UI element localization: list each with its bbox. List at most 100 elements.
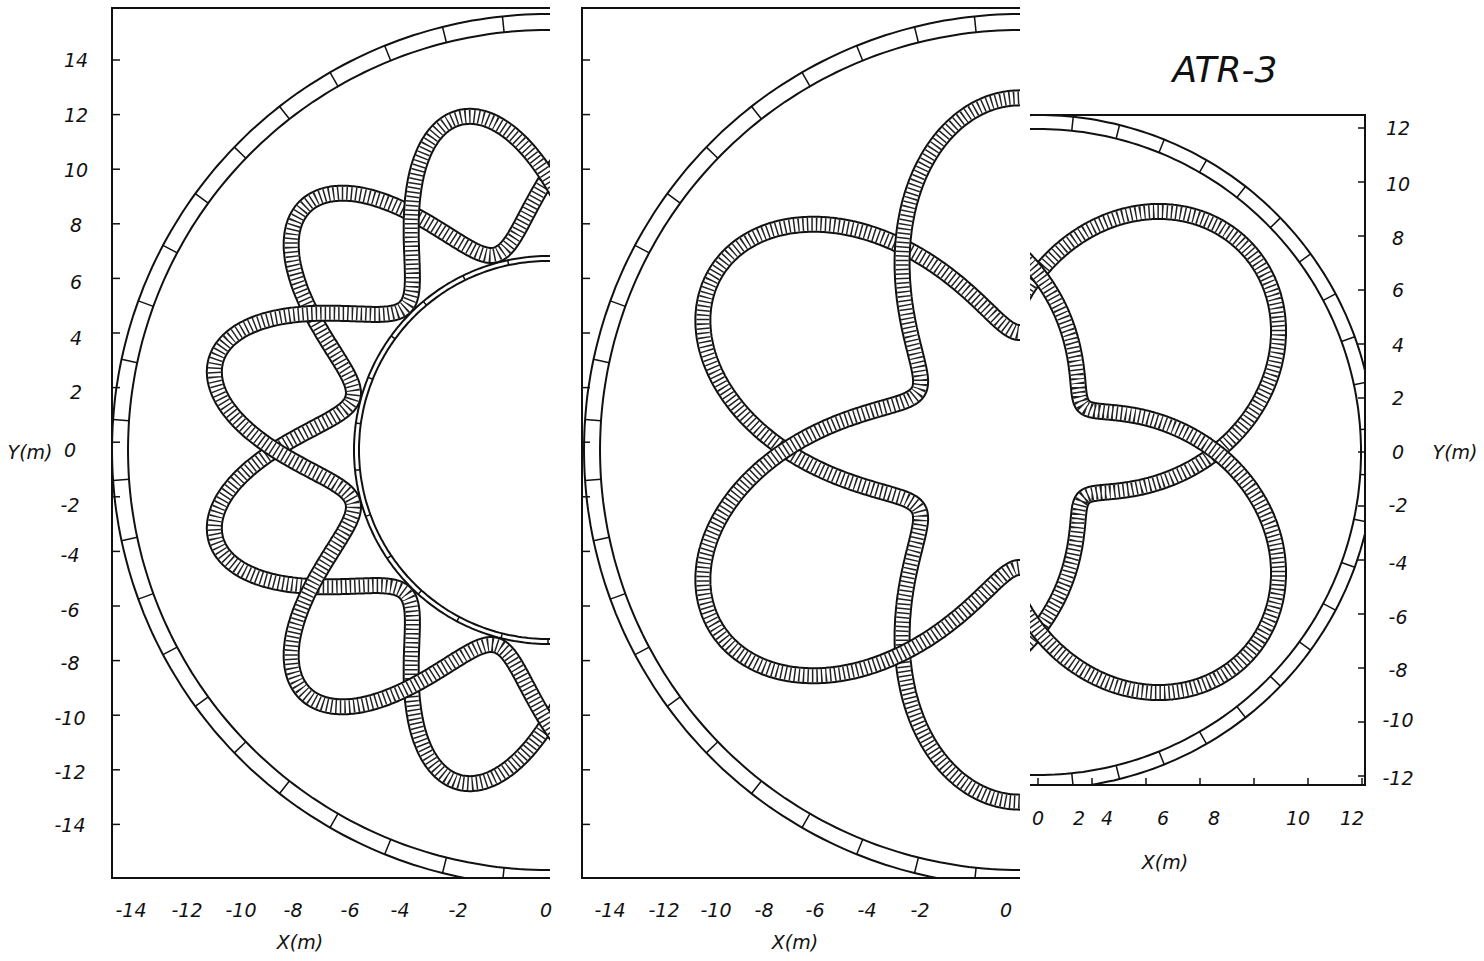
vessel-segment <box>706 147 718 158</box>
vessel-segment <box>585 420 601 421</box>
coil-hatching <box>214 116 550 776</box>
coil-body <box>703 224 1020 802</box>
figure-title: ATR-3 <box>1173 52 1278 88</box>
axis-tick-label: 0 <box>1392 443 1404 462</box>
axis-tick <box>582 824 590 826</box>
axis-tick <box>1358 451 1365 453</box>
coil-outline <box>214 116 550 776</box>
vessel-segment <box>752 781 762 794</box>
vessel-segment <box>163 245 177 253</box>
axis-tick-label: -4 <box>61 546 80 565</box>
axis-tick <box>582 114 590 116</box>
vessel-segment <box>502 16 504 32</box>
vessel-segment <box>1159 751 1164 764</box>
vessel-segment <box>280 781 290 794</box>
axis-tick-label: -12 <box>648 901 679 920</box>
axis-tick-label: -8 <box>755 901 774 920</box>
vessel-segment <box>195 194 208 203</box>
axis-tick-label: 4 <box>70 329 82 348</box>
vessel-segment <box>1360 474 1365 476</box>
vessel-segment <box>1360 428 1365 430</box>
vessel-segment <box>163 647 177 655</box>
axis-tick <box>582 59 590 61</box>
axis-tick-label: -14 <box>594 901 625 920</box>
axis-tick <box>582 714 590 716</box>
vessel-segment <box>1237 186 1246 197</box>
axis-tick-label: -2 <box>1389 496 1408 515</box>
vessel-segment <box>113 479 129 480</box>
axis-tick-label: 0 <box>1000 901 1012 920</box>
axis-title: Y(m) <box>1433 443 1478 462</box>
axis-tick-label: -12 <box>1382 769 1413 788</box>
axis-tick-label: 10 <box>64 161 88 180</box>
vessel-segment <box>610 301 625 306</box>
vessel-segment <box>443 858 447 874</box>
axis-tick <box>1358 559 1365 561</box>
axis-tick-label: 4 <box>1392 336 1404 355</box>
coil-hatching <box>1030 241 1279 692</box>
coil-hatching <box>703 98 1020 676</box>
vessel-segment <box>1270 676 1280 686</box>
axis-tick <box>582 605 590 607</box>
axis-tick <box>112 168 120 170</box>
axis-tick <box>112 551 120 553</box>
axis-tick <box>1358 397 1365 399</box>
vessel-segment <box>915 27 919 43</box>
axis-tick-label: 14 <box>64 51 88 70</box>
coil-hatching <box>703 224 1020 802</box>
vessel-segment <box>1323 294 1335 301</box>
vessel-segment <box>501 633 502 638</box>
axis-tick-label: 12 <box>1386 119 1410 138</box>
vessel-segment <box>113 420 129 421</box>
vessel-segment <box>594 359 610 362</box>
axis-tick-label: -12 <box>171 901 202 920</box>
axis-tick-label: -2 <box>449 901 468 920</box>
coil-outline <box>214 124 550 784</box>
vessel-segment <box>195 697 208 706</box>
vessel-segment <box>1200 160 1207 172</box>
axis-tick <box>1091 778 1093 785</box>
axis-tick-label: -10 <box>700 901 731 920</box>
axis-tick <box>1358 343 1365 345</box>
coil-body <box>1030 241 1279 692</box>
vessel-segment <box>802 72 810 86</box>
axis-tick <box>112 824 120 826</box>
vessel-segment <box>974 16 976 32</box>
vessel-segment <box>280 106 290 119</box>
vessel-segment <box>122 537 138 540</box>
axis-tick-label: 2 <box>1392 389 1404 408</box>
axis-tick-label: 8 <box>1392 229 1404 248</box>
axis-tick-label: -2 <box>911 901 930 920</box>
axis-tick <box>1253 778 1255 785</box>
axis-tick <box>582 223 590 225</box>
vessel-segment <box>1354 382 1365 385</box>
vessel-segment <box>1270 218 1280 228</box>
vessel-segment <box>547 639 549 644</box>
axis-tick <box>112 660 120 662</box>
axis-tick-label: 12 <box>64 106 88 125</box>
axis-tick <box>1358 505 1365 507</box>
vessel-segment <box>385 839 391 854</box>
vessel-segment <box>1342 562 1355 567</box>
axis-tick <box>1358 667 1365 669</box>
axis-tick <box>1199 778 1201 785</box>
axis-tick-label: -6 <box>1389 608 1408 627</box>
vessel-segment <box>356 422 361 424</box>
vessel-segment <box>502 868 504 878</box>
vessel-segment <box>368 377 373 379</box>
vessel-segment <box>610 594 625 599</box>
vessel-segment <box>463 276 465 280</box>
axis-tick-label: -10 <box>54 709 85 728</box>
vessel-segment <box>635 647 649 655</box>
coil-hatching <box>1030 212 1279 663</box>
vessel-segment <box>1159 140 1164 153</box>
axis-tick-label: -8 <box>61 654 80 673</box>
vessel-segment <box>234 742 246 753</box>
axis-tick <box>582 278 590 280</box>
axis-tick-label: 0 <box>64 441 76 460</box>
axis-tick-label: 2 <box>70 383 82 402</box>
vessel-segment <box>1072 773 1073 785</box>
vessel-segment <box>915 858 919 874</box>
axis-tick-label: 6 <box>70 273 82 292</box>
axis-title: X(m) <box>772 933 818 952</box>
